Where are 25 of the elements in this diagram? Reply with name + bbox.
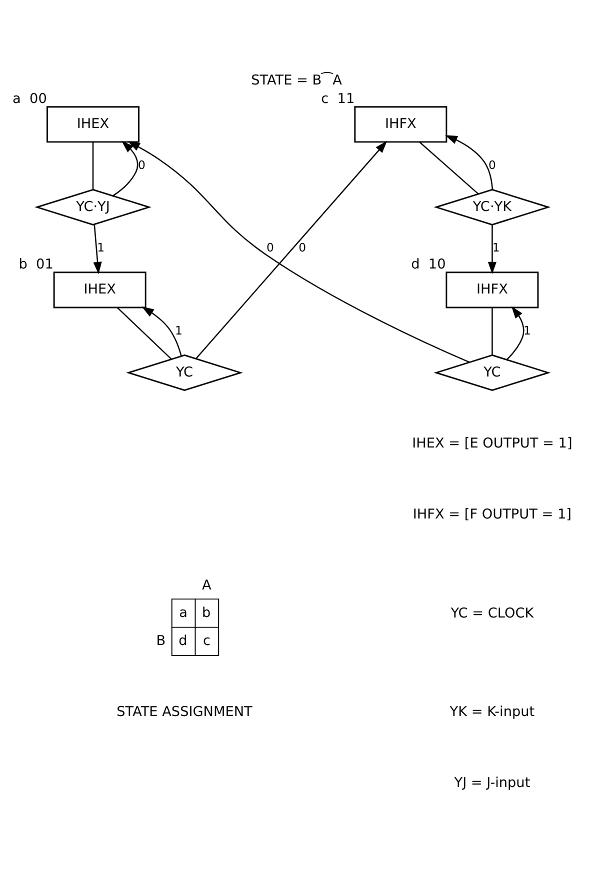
label: IHEX = [E OUTPUT = 1] xyxy=(412,435,572,452)
node-label: d 10 xyxy=(411,256,446,273)
edge-label: 1 xyxy=(492,240,500,255)
label: c xyxy=(203,633,211,650)
edge-label: 1 xyxy=(97,240,105,255)
label: YJ = J-input xyxy=(454,775,530,792)
label: b xyxy=(202,604,211,621)
edge-label: 0 xyxy=(298,240,306,255)
node-label: b 01 xyxy=(18,256,54,273)
label: A xyxy=(202,578,212,594)
edge-label: 1 xyxy=(174,323,182,338)
label: B xyxy=(156,633,166,650)
label: YC = CLOCK xyxy=(450,605,534,622)
label: IHFX = [F OUTPUT = 1] xyxy=(412,506,572,522)
edge-label: 0 xyxy=(488,158,496,172)
node-label: c 11 xyxy=(321,91,355,108)
label: d xyxy=(178,633,188,650)
diagram-title: STATE = B⁀A xyxy=(251,72,342,89)
label: a xyxy=(179,604,188,621)
label: STATE ASSIGNMENT xyxy=(116,704,252,720)
edge-label: 0 xyxy=(266,240,274,255)
node-label: a 00 xyxy=(12,91,47,108)
edge-label: 1 xyxy=(524,323,531,338)
label: YK = K-input xyxy=(450,704,535,720)
edge-label: 0 xyxy=(138,158,146,172)
